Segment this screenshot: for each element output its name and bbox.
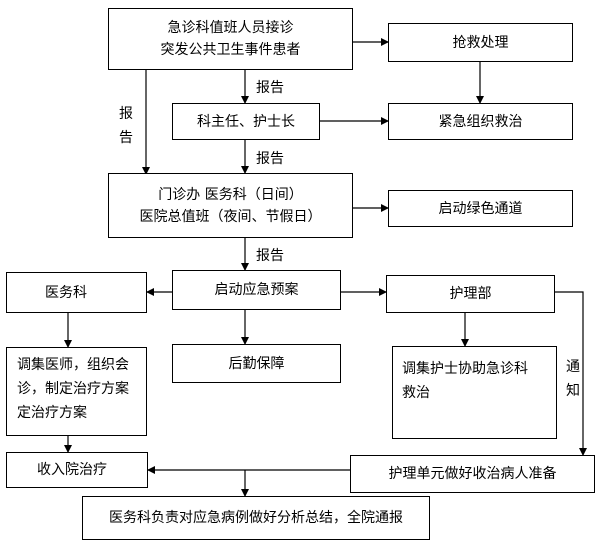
node-admit: 收入院治疗 xyxy=(6,452,148,488)
node-emergency-treat: 紧急组织救治 xyxy=(388,103,573,140)
edge-label-report-side: 报 告 xyxy=(118,102,134,150)
node-medical-affairs: 医务科 xyxy=(6,272,147,313)
node-ward-prepare: 护理单元做好收治病人准备 xyxy=(350,455,595,493)
node-rescue: 抢救处理 xyxy=(388,23,573,62)
edge-label-report-1: 报告 xyxy=(256,80,284,96)
node-emergency-treat-label: 紧急组织救治 xyxy=(438,113,523,130)
node-consult: 调集医师，组织会 诊，制定治疗方案 定治疗方案 xyxy=(6,347,147,436)
edge-label-notify-char2: 知 xyxy=(566,383,580,399)
node-rescue-label: 抢救处理 xyxy=(452,34,509,51)
edge-label-report-3: 报告 xyxy=(256,248,284,264)
node-nurse-assist: 调集护士协助急诊科 救治 xyxy=(392,346,557,439)
node-summary-label: 医务科负责对应急病例做好分析总结，全院通报 xyxy=(109,510,403,526)
node-consult-line2: 诊，制定治疗方案 xyxy=(17,381,129,397)
node-logistics: 后勤保障 xyxy=(172,344,341,383)
node-ward-prepare-label: 护理单元做好收治病人准备 xyxy=(388,466,557,482)
node-office-line2: 医院总值班（夜间、节假日） xyxy=(139,208,322,225)
node-plan: 启动应急预案 xyxy=(172,270,341,310)
edge-label-notify-char1: 通 xyxy=(566,359,580,375)
node-green-channel-label: 启动绿色通道 xyxy=(438,200,523,217)
node-nursing-dept-label: 护理部 xyxy=(449,286,492,302)
node-nurse-assist-line1: 调集护士协助急诊科 xyxy=(402,361,528,377)
node-consult-line3: 定治疗方案 xyxy=(17,405,87,421)
node-triage-receive: 急诊科值班人员接诊 突发公共卫生事件患者 xyxy=(108,8,353,70)
node-medical-affairs-label: 医务科 xyxy=(45,284,87,301)
node-office: 门诊办 医务科（日间） 医院总值班（夜间、节假日） xyxy=(108,173,353,238)
node-plan-label: 启动应急预案 xyxy=(214,282,299,298)
node-summary: 医务科负责对应急病例做好分析总结，全院通报 xyxy=(82,496,430,540)
node-green-channel: 启动绿色通道 xyxy=(388,190,573,227)
node-triage-receive-line1: 急诊科值班人员接诊 xyxy=(167,20,294,36)
node-office-line1: 门诊办 医务科（日间） xyxy=(158,186,303,203)
node-admit-label: 收入院治疗 xyxy=(37,462,107,478)
arrow-nursing-to-ward xyxy=(555,291,587,456)
node-nurse-assist-line2: 救治 xyxy=(402,385,430,401)
edge-label-notify: 通 知 xyxy=(565,355,581,403)
edge-label-report-side-char2: 告 xyxy=(119,130,133,146)
node-logistics-label: 后勤保障 xyxy=(228,355,285,372)
edge-label-report-2: 报告 xyxy=(256,151,284,167)
node-nursing-dept: 护理部 xyxy=(386,275,555,313)
node-dept-heads-label: 科主任、护士长 xyxy=(197,113,295,130)
edge-label-report-side-char1: 报 xyxy=(119,106,133,122)
node-triage-receive-line2: 突发公共卫生事件患者 xyxy=(160,42,301,58)
node-dept-heads: 科主任、护士长 xyxy=(172,103,320,140)
node-consult-line1: 调集医师，组织会 xyxy=(17,357,129,373)
